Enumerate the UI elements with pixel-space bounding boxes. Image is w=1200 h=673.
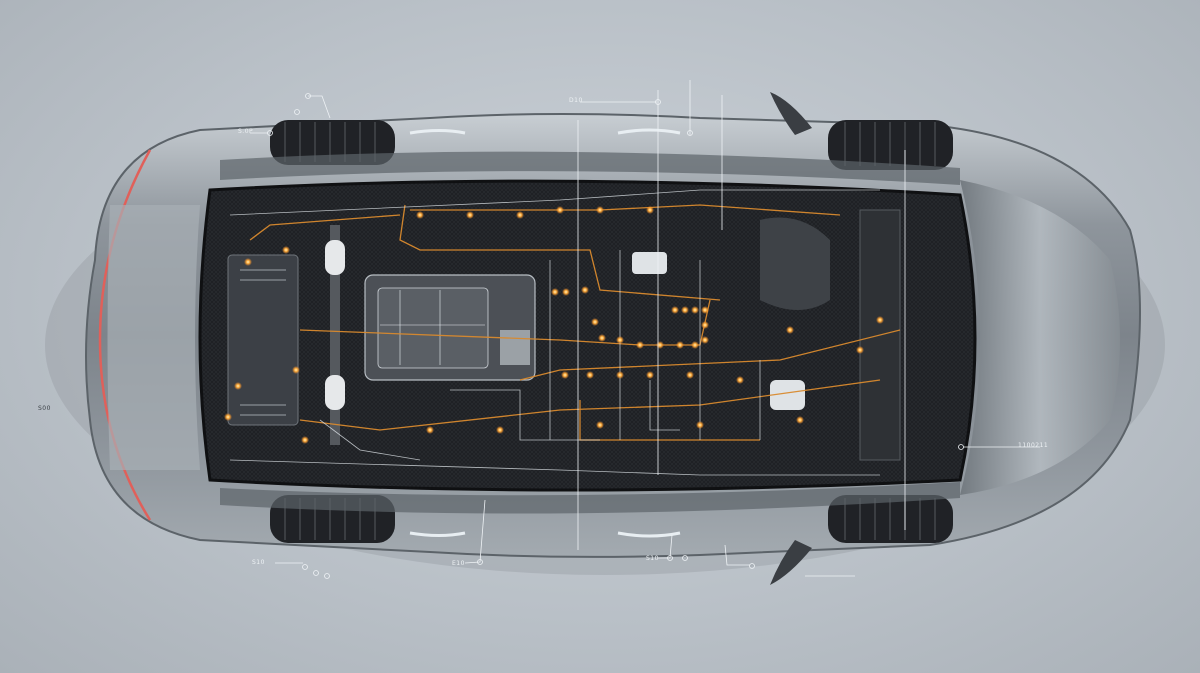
circuit-floor: [198, 179, 977, 492]
white-wiring: [229, 189, 880, 476]
annotation-label: 1100211: [1018, 442, 1049, 449]
annotation-label: S.0P: [238, 128, 254, 135]
hood: [960, 180, 1120, 495]
annotation-label: D10: [569, 97, 583, 104]
mirror-left: [770, 92, 812, 135]
annotation-label: E10: [452, 560, 465, 567]
annotation-label: S00: [38, 405, 51, 412]
annotation-label: S10: [646, 555, 659, 562]
wheel-front-left: [828, 120, 953, 170]
annotation-callouts: [250, 80, 1040, 579]
glowing-nodes: [224, 206, 884, 444]
annotation-label: S10: [252, 559, 265, 566]
mirror-right: [770, 540, 812, 585]
central-ecu: [364, 274, 536, 381]
rear-control-module: [227, 254, 299, 426]
